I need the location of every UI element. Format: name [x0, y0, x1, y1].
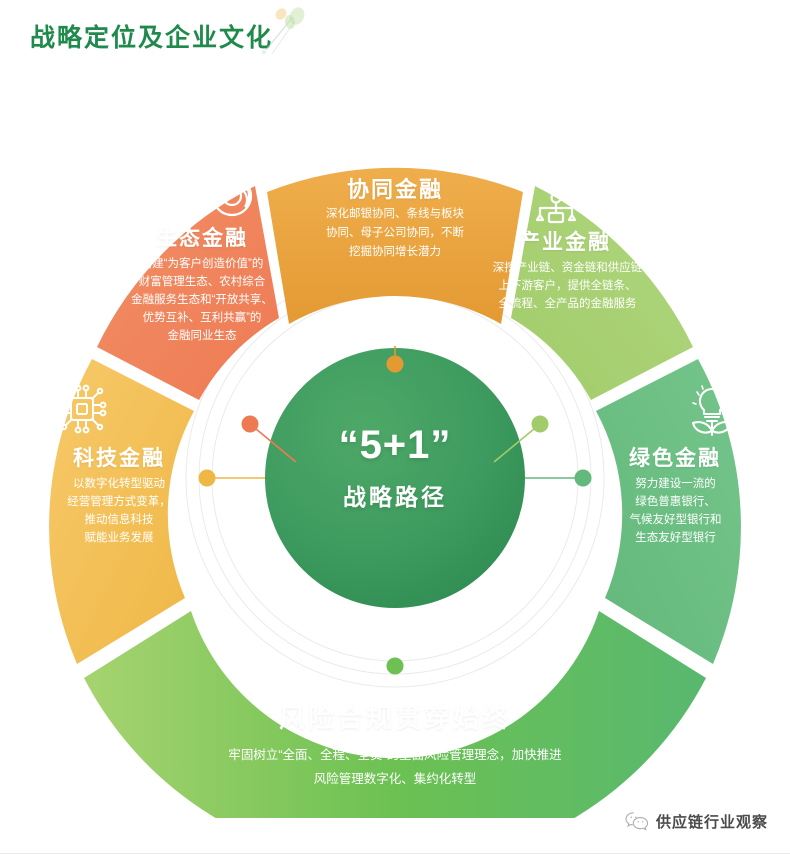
desc-line: 全流程、全产品的金融服务 — [498, 298, 637, 310]
desc-line: 深化邮银协同、条线与板块 — [326, 208, 464, 220]
page-title: 战略定位及企业文化 — [30, 24, 274, 52]
segment-label-green-finance: 绿色金融 — [629, 447, 721, 470]
desc-line: 挖掘协同增长潜力 — [349, 246, 441, 258]
desc-line: 绿色普惠银行、 — [635, 496, 716, 508]
three-people-icon — [367, 127, 425, 166]
segment-technology-finance[interactable] — [49, 359, 194, 664]
desc-line: 上下游客户，提供全链条、 — [498, 280, 637, 292]
center-sub-text: 战略路径 — [343, 484, 447, 510]
desc-line: 构建“为客户创造价值”的 — [140, 258, 264, 270]
desc-line: 金融服务生态和“开放共享、 — [131, 294, 273, 306]
segment-label-technology-finance: 科技金融 — [73, 447, 165, 470]
desc-line: 赋能业务发展 — [84, 532, 154, 544]
segment-risk-compliance[interactable] — [84, 611, 706, 818]
segment-desc-technology-finance: 以数字化转型驱动 经营管理方式变革， 推动信息科技 赋能业务发展 — [29, 475, 209, 547]
desc-line: 风险管理数字化、集约化转型 — [313, 772, 477, 786]
bulb-leaf-icon — [691, 385, 733, 437]
segment-desc-risk-compliance: 牢固树立“全面、全程、全员”的全面风险管理理念，加快推进 风险管理数字化、集约化… — [145, 743, 645, 791]
desc-line: 气候友好型银行和 — [629, 514, 722, 526]
desc-line: 以数字化转型驱动 — [73, 478, 165, 490]
segment-label-cooperative-finance: 协同金融 — [346, 177, 443, 202]
segment-desc-green-finance: 努力建设一流的 绿色普惠银行、 气候友好型银行和 生态友好型银行 — [583, 475, 768, 547]
desc-line: 牢固树立“全面、全程、全员”的全面风险管理理念，加快推进 — [228, 748, 562, 762]
desc-line: 金融同业生态 — [167, 330, 237, 342]
watermark: 供应链行业观察 — [625, 810, 768, 832]
connector-dots — [198, 355, 592, 675]
segment-desc-industrial-finance: 深挖产业链、资金链和供应链 上下游客户，提供全链条、 全流程、全产品的金融服务 — [460, 259, 675, 313]
page-header: 战略定位及企业文化 — [0, 0, 790, 78]
desc-line: 财富管理生态、农村综合 — [138, 276, 266, 288]
segment-desc-ecological-finance: 构建“为客户创造价值”的 财富管理生态、农村综合 金融服务生态和“开放共享、 优… — [92, 255, 312, 345]
segment-ecological-finance[interactable] — [97, 186, 279, 400]
desc-line: 经营管理方式变革， — [67, 496, 171, 508]
desc-line: 优势互补、互利共赢”的 — [142, 312, 262, 324]
cpu-chip-icon — [57, 384, 107, 434]
segment-cooperative-finance[interactable] — [267, 167, 523, 324]
wechat-logo-icon — [625, 812, 649, 831]
circle-loop-icon — [211, 175, 253, 217]
segment-industrial-finance[interactable] — [511, 186, 693, 400]
segment-label-ecological-finance: 生态金融 — [156, 227, 248, 250]
wheel-svg — [49, 127, 741, 818]
center-disc[interactable] — [265, 348, 525, 608]
segment-green-finance[interactable] — [596, 359, 741, 664]
desc-line: 协同、母子公司协同，不断 — [326, 227, 464, 239]
center-main-text: “5+1” — [338, 423, 452, 467]
strategy-wheel-diagram: 协同金融 深化邮银协同、条线与板块 协同、母子公司协同，不断 挖掘协同增长潜力 … — [0, 78, 790, 818]
desc-line: 推动信息科技 — [84, 514, 154, 526]
segment-label-risk-compliance: 风险合规贯穿始终 — [278, 703, 511, 733]
segment-desc-cooperative-finance: 深化邮银协同、条线与板块 协同、母子公司协同，不断 挖掘协同增长潜力 — [295, 205, 495, 262]
org-chart-icon — [535, 176, 577, 224]
desc-line: 生态友好型银行 — [635, 532, 716, 544]
watermark-text: 供应链行业观察 — [655, 813, 768, 831]
desc-line: 深挖产业链、资金链和供应链 — [492, 262, 643, 274]
segment-label-industrial-finance: 产业金融 — [519, 231, 611, 254]
dandelion-seed-icon — [262, 7, 305, 55]
desc-line: 努力建设一流的 — [635, 478, 716, 490]
